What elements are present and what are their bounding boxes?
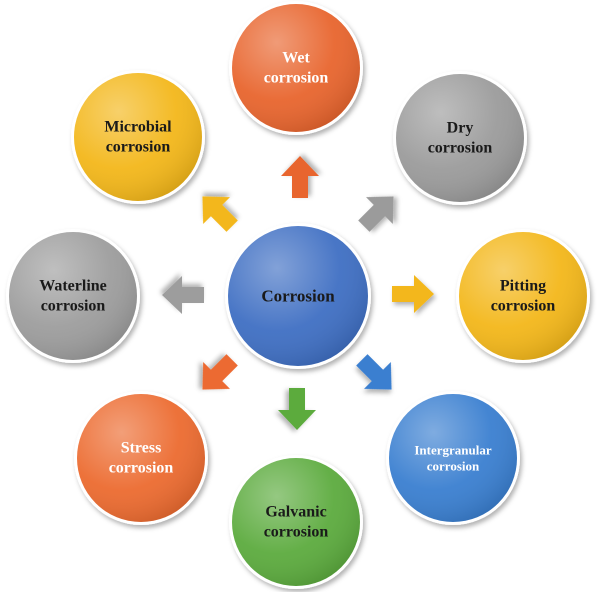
node-sheen xyxy=(459,232,587,360)
node-galvanic-corrosion: Galvanic corrosion xyxy=(229,455,363,589)
node-dry-corrosion: Dry corrosion xyxy=(393,71,527,205)
arrow-up xyxy=(281,156,319,198)
node-microbial-corrosion: Microbial corrosion xyxy=(71,70,205,204)
arrow-up-right xyxy=(358,196,394,232)
node-label-line: Galvanic xyxy=(265,504,326,521)
node-center-corrosion: Corrosion xyxy=(225,223,371,369)
arrow-shape xyxy=(162,276,204,314)
node-waterline-corrosion: Waterline corrosion xyxy=(6,229,140,363)
arrow-left xyxy=(162,276,204,314)
node-sheen xyxy=(232,4,360,132)
node-label-line: Stress xyxy=(121,440,162,457)
node-label-line: Microbial xyxy=(104,119,172,136)
node-label-line: Intergranular xyxy=(414,443,492,458)
node-label-line: Pitting xyxy=(500,278,546,295)
arrow-shape xyxy=(202,196,238,232)
arrow-shape xyxy=(202,354,238,390)
node-sheen xyxy=(232,458,360,586)
arrow-down-right xyxy=(356,354,392,390)
node-label-line: corrosion xyxy=(109,459,174,476)
node-label-line: corrosion xyxy=(264,69,329,86)
arrow-shape xyxy=(278,388,316,430)
node-sheen xyxy=(228,226,368,366)
node-sheen xyxy=(9,232,137,360)
arrow-down xyxy=(278,388,316,430)
node-sheen xyxy=(77,394,205,522)
arrow-up-left xyxy=(202,196,238,232)
nodes-layer: WetcorrosionDrycorrosionPittingcorrosion… xyxy=(6,1,590,589)
node-label-line: Corrosion xyxy=(261,287,335,306)
node-label-line: Wet xyxy=(282,50,310,67)
node-stress-corrosion: Stress corrosion xyxy=(74,391,208,525)
arrow-shape xyxy=(281,156,319,198)
arrow-shape xyxy=(356,354,392,390)
node-wet-corrosion: Wet corrosion xyxy=(229,1,363,135)
node-label-line: Dry xyxy=(447,120,474,137)
node-label-line: corrosion xyxy=(41,297,106,314)
arrow-shape xyxy=(392,275,434,313)
node-sheen xyxy=(74,73,202,201)
node-label-line: corrosion xyxy=(264,523,329,540)
node-label-line: corrosion xyxy=(491,297,556,314)
arrows-layer xyxy=(162,156,434,430)
node-sheen xyxy=(396,74,524,202)
arrow-shape xyxy=(358,196,394,232)
node-label-line: corrosion xyxy=(428,139,493,156)
node-label-line: corrosion xyxy=(427,458,480,473)
node-sheen xyxy=(389,394,517,522)
arrow-down-left xyxy=(202,354,238,390)
node-label-line: corrosion xyxy=(106,138,171,155)
arrow-right xyxy=(392,275,434,313)
node-pitting-corrosion: Pitting corrosion xyxy=(456,229,590,363)
node-label-line: Waterline xyxy=(39,278,107,295)
